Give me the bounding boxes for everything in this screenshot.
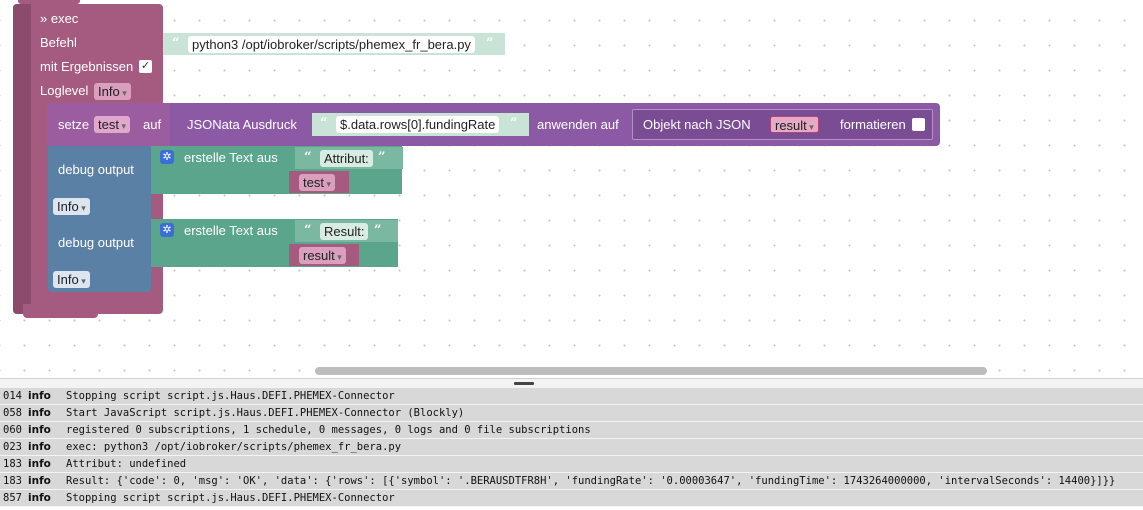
close-quote-icon: ” xyxy=(486,36,494,51)
panel-divider[interactable] xyxy=(0,378,1143,389)
close-quote-icon: ” xyxy=(374,223,382,238)
open-quote-icon: “ xyxy=(320,116,328,131)
set-variable-dropdown[interactable]: test xyxy=(94,116,130,133)
log-severity: info xyxy=(28,390,51,402)
create-text-label: erstelle Text aus xyxy=(184,223,278,238)
debug-output-label: debug output xyxy=(58,162,134,177)
log-message: Stopping script script.js.Haus.DEFI.PHEM… xyxy=(66,492,395,504)
close-quote-icon: ” xyxy=(510,116,518,131)
json-variable-dropdown[interactable]: result xyxy=(770,116,819,133)
log-timestamp: 183 xyxy=(3,458,22,470)
block-above-exec[interactable] xyxy=(18,0,80,4)
open-quote-icon: “ xyxy=(304,150,312,165)
gear-icon[interactable]: ✲ xyxy=(160,150,174,164)
exec-loglevel-dropdown[interactable]: Info xyxy=(94,83,131,100)
jsonata-label: JSONata Ausdruck xyxy=(187,117,297,132)
exec-command-label: Befehl xyxy=(40,35,77,50)
log-message: exec: python3 /opt/iobroker/scripts/phem… xyxy=(66,441,402,453)
log-timestamp: 058 xyxy=(3,407,22,419)
log-row: 023 info exec: python3 /opt/iobroker/scrip… xyxy=(0,439,1143,456)
log-severity: info xyxy=(28,407,51,419)
log-severity: info xyxy=(28,458,51,470)
format-label: formatieren xyxy=(840,117,906,132)
log-timestamp: 060 xyxy=(3,424,22,436)
exec-block-bottom xyxy=(23,304,98,318)
log-severity: info xyxy=(28,441,51,453)
log-timestamp: 857 xyxy=(3,492,22,504)
close-quote-icon: ” xyxy=(378,150,386,165)
log-severity: info xyxy=(28,492,51,504)
log-row: 014 info Stopping script script.js.Haus.DE… xyxy=(0,388,1143,405)
debug-level-dropdown-2[interactable]: Info xyxy=(53,271,90,288)
set-to-label: auf xyxy=(143,117,162,132)
variable-dropdown-1[interactable]: test xyxy=(299,174,335,191)
format-checkbox[interactable] xyxy=(912,118,925,131)
debug-level-dropdown-1[interactable]: Info xyxy=(53,198,90,215)
log-severity: info xyxy=(28,424,51,436)
log-row: 183 info Attribut: undefined xyxy=(0,456,1143,473)
horizontal-scrollbar[interactable] xyxy=(315,367,987,375)
jsonata-expr-field[interactable]: $.data.rows[0].fundingRate xyxy=(336,116,500,133)
text-literal-field-2[interactable]: Result: xyxy=(320,223,369,240)
open-quote-icon: “ xyxy=(304,223,312,238)
exec-block-inner-shade xyxy=(13,4,31,314)
object-to-json-label: Objekt nach JSON xyxy=(643,117,751,132)
log-message: Result: {'code': 0, 'msg': 'OK', 'data':… xyxy=(66,475,1116,487)
log-timestamp: 183 xyxy=(3,475,22,487)
exec-loglevel-label: Loglevel xyxy=(40,83,89,98)
create-text-label: erstelle Text aus xyxy=(184,150,278,165)
log-timestamp: 014 xyxy=(3,390,22,402)
log-row: 857 info Stopping script script.js.Haus.DE… xyxy=(0,490,1143,507)
apply-on-label: anwenden auf xyxy=(537,117,619,132)
log-message: Stopping script script.js.Haus.DEFI.PHEM… xyxy=(66,390,395,402)
object-to-json-block[interactable] xyxy=(632,109,933,140)
blockly-workspace[interactable]: » exec Befehl “ python3 /opt/iobroker/sc… xyxy=(0,0,1143,378)
log-severity: info xyxy=(28,475,51,487)
log-row: 183 info Result: {'code': 0, 'msg': 'OK', … xyxy=(0,473,1143,490)
exec-title: » exec xyxy=(40,11,79,26)
debug-output-label: debug output xyxy=(58,235,134,250)
with-results-checkbox[interactable]: ✓ xyxy=(139,60,152,73)
set-label: setze xyxy=(58,117,90,132)
exec-with-results-label: mit Ergebnissen xyxy=(40,59,134,74)
log-row: 058 info Start JavaScript script.js.Haus.D… xyxy=(0,405,1143,422)
log-message: Start JavaScript script.js.Haus.DEFI.PHE… xyxy=(66,407,465,419)
resize-handle-icon[interactable] xyxy=(514,382,534,385)
log-message: Attribut: undefined xyxy=(66,458,187,470)
text-literal-field-1[interactable]: Attribut: xyxy=(320,150,373,167)
variable-dropdown-2[interactable]: result xyxy=(299,247,346,264)
gear-icon[interactable]: ✲ xyxy=(160,223,174,237)
log-message: registered 0 subscriptions, 1 schedule, … xyxy=(66,424,591,436)
log-timestamp: 023 xyxy=(3,441,22,453)
log-row: 060 info registered 0 subscriptions, 1 sch… xyxy=(0,422,1143,439)
exec-command-field[interactable]: python3 /opt/iobroker/scripts/phemex_fr_… xyxy=(188,36,475,53)
open-quote-icon: “ xyxy=(172,36,180,51)
